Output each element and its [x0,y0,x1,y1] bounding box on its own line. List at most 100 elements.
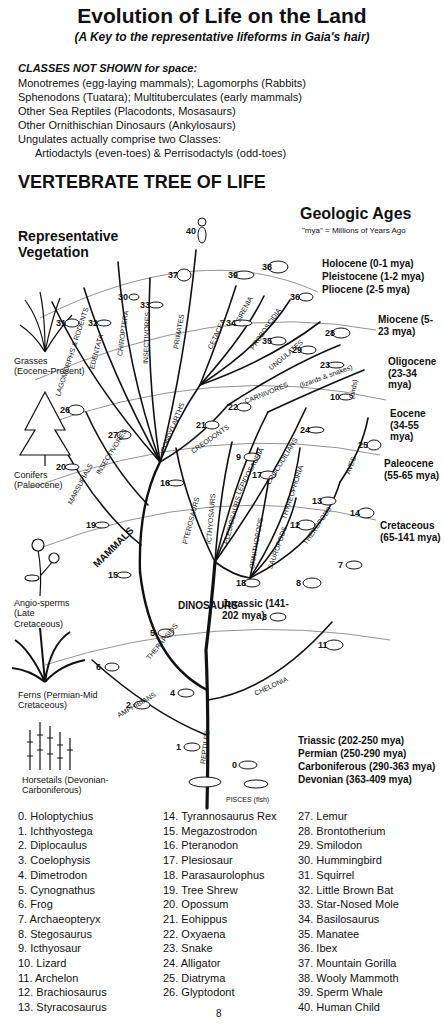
key-entry: 23. Snake [163,942,213,955]
fern-drawing [12,628,85,682]
tree-branch [160,250,196,462]
callout-number: 9 [236,452,241,462]
key-entry: 13. Styracosaurus [18,1001,107,1014]
callout-number: 26 [60,405,70,415]
branch-label: MAMMALS [91,525,136,570]
age-label: Miocene (5-23 mya) [378,314,440,337]
branch-label: CONDYLARTHS [159,402,186,454]
key-entry: 6. Frog [18,898,53,911]
callout-number: 20 [56,462,66,472]
branch-label: DINOSAURS [178,600,238,612]
callout-number: 23 [320,360,330,370]
key-entry: 34. Basilosaurus [298,913,379,926]
fish-figure [189,777,221,787]
key-entry: 5. Cynognathus [18,884,95,897]
animal-figure [244,579,260,587]
note-line: Other Ornithischian Dinosaurs (Ankylosau… [18,119,236,132]
callout-number: 16 [160,478,170,488]
branch-label: (birds) [348,379,359,400]
callout-number: 6 [96,662,101,672]
horsetail-drawing [27,722,73,770]
age-heading: Geologic Ages [300,205,411,223]
animal-figure [65,464,79,470]
key-entry: 39. Sperm Whale [298,986,383,999]
subtitle: (A Key to the representative lifeforms i… [0,31,444,45]
key-entry: 24. Alligator [163,957,220,970]
callout-number: 5 [150,628,155,638]
animal-figures [65,218,381,788]
key-entry: 11. Archelon [18,972,78,985]
page-number: 8 [216,1008,222,1020]
trunk-branch [206,562,215,808]
age-arc [30,385,386,430]
key-entry: 36. Ibex [298,942,337,955]
callout-number: 36 [290,292,300,302]
animal-figure [117,572,131,578]
key-entry: 40. Human Child [298,1001,380,1014]
callout-number: 40 [186,226,196,236]
age-label: Holocene (0-1 mya) [322,258,414,270]
key-entry: 9. Icthyosaur [18,942,81,955]
branch-label: AMPHIBIANS [116,691,157,720]
child-head [198,218,206,226]
key-entry: 26. Glyptodont [163,986,235,999]
animal-figure [97,320,111,326]
age-label: Triassic (202-250 mya) [298,735,404,747]
animal-figure [270,613,286,621]
key-entry: 12. Brachiosaurus [18,986,107,999]
animal-figure [308,427,324,433]
branch-label: ICTHYOSAURS [205,493,217,544]
age-label: Carboniferous (290-363 mya) [298,761,435,773]
callout-number: 17 [252,470,262,480]
callout-number: 24 [300,425,310,435]
key-entry: 20. Opossum [163,898,228,911]
animal-figure [303,578,321,588]
tree-branch [215,562,250,578]
animal-figure [178,689,194,697]
age-label: Permian (250-290 mya) [298,748,406,760]
callout-number: 11 [318,640,328,650]
callout-number: 15 [108,570,118,580]
animal-figure [270,337,286,345]
animal-figure [68,405,84,415]
note-line: Monotremes (egg-laying mammals); Lagomor… [18,77,306,90]
animal-figure [325,640,343,650]
key-entry: 3. Coelophysis [18,854,90,867]
tree-branches [52,250,368,808]
key-entry: 10. Lizard [18,957,66,970]
conifer-drawing [20,392,70,455]
key-entry: 8. Stegosaurus [18,928,92,941]
animal-figure [299,293,313,301]
key-entry: 21. Eohippus [163,913,227,926]
branch-label: PRIMATES [172,314,186,350]
callout-number: 31 [56,318,66,328]
diagram-title: Evolution of Life on the Land [0,4,444,28]
age-arcs [30,270,390,665]
animal-figure [177,269,191,281]
animal-figure [129,294,139,300]
key-entry: 18. Parasaurolophus [163,869,265,882]
note-line: Other Sea Reptiles (Placodonts, Mosasaur… [18,105,236,118]
callout-number: 34 [226,318,236,328]
key-entry: 29. Smilodon [298,839,362,852]
callout-number: 18 [236,578,246,588]
callout-number: 2 [126,700,131,710]
key-entry: 30. Hummingbird [298,854,382,867]
animal-figure [300,346,316,354]
tree-branch [140,462,160,572]
callout-number: 33 [140,300,150,310]
key-entry: 32. Little Brown Bat [298,884,393,897]
callout-number: 37 [168,270,178,280]
key-entry: 17. Plesiosaur [163,854,233,867]
animal-figure [105,663,119,671]
angiosperm-flower [49,553,59,563]
key-entry: 25. Diatryma [163,972,225,985]
tree-branch [92,660,206,735]
callout-number: 4 [170,688,175,698]
animal-figure [367,440,381,450]
branch-label: THEROPODS [302,505,334,546]
note-line: CLASSES NOT SHOWN for space: [18,62,197,75]
vegetation-label: Grasses (Eocene-Present) [14,356,86,377]
age-label: Cretaceous (65-141 mya) [380,520,442,543]
animal-figure [95,522,109,528]
